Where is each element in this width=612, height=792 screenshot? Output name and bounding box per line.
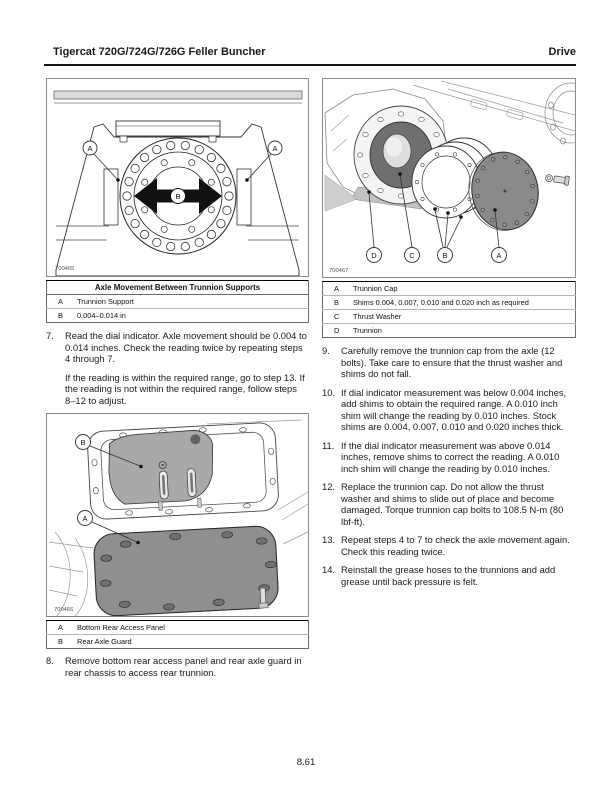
caption-title: Axle Movement Between Trunnion Supports	[46, 280, 309, 295]
trunnion-support-left	[103, 168, 119, 226]
rear-axle-guard	[108, 429, 214, 505]
step-9: 9. Carefully remove the trunnion cap fro…	[322, 345, 576, 380]
caption-row: A Trunnion Cap	[334, 284, 398, 293]
callout-a: A	[491, 208, 507, 263]
page-number: 8.61	[296, 757, 316, 768]
background-flange	[544, 82, 575, 145]
callout-b: B	[75, 434, 143, 469]
svg-text:A: A	[82, 514, 87, 523]
trunnion-caption-table: A Trunnion Cap B Shims 0.004, 0.007, 0.0…	[322, 281, 576, 338]
step-10: 10. If dial indicator measurement was be…	[322, 387, 576, 433]
step-number: 10.	[322, 386, 336, 398]
caption-row: A Trunnion Support	[58, 297, 134, 306]
cap-bolt	[545, 174, 570, 186]
step-13: 13. Repeat steps 4 to 7 to check the axl…	[322, 534, 576, 557]
axle-movement-caption-table: Axle Movement Between Trunnion Supports …	[46, 280, 309, 323]
callout-c: C	[398, 172, 420, 263]
callout-a: A	[77, 510, 140, 545]
figure-trunnion-exploded: D C B	[322, 78, 576, 278]
caption-row: B 0.004–0.014 in	[46, 308, 309, 323]
axle-movement-drawing: B A A 700465	[53, 90, 303, 276]
top-bracket	[115, 120, 221, 137]
caption-row: A Bottom Rear Access Panel	[58, 623, 165, 632]
callout-a-left: A	[82, 140, 120, 182]
step-number: 13.	[322, 534, 336, 545]
trunnion-support-right	[236, 168, 252, 226]
svg-text:A: A	[87, 144, 92, 153]
step-number: 14.	[322, 564, 336, 575]
step-number: 12.	[322, 481, 336, 492]
page-header: Tigercat 720G/724G/726G Feller Buncher D…	[44, 46, 576, 66]
callout-d: D	[366, 190, 382, 263]
step-text: Reinstall the grease hoses to the trunni…	[341, 564, 556, 587]
svg-text:D: D	[371, 251, 377, 260]
axle-flange	[119, 137, 237, 255]
svg-text:B: B	[80, 438, 85, 447]
step-12: 12. Replace the trunnion cap. Do not all…	[322, 481, 576, 527]
step-7: 7. Read the dial indicator. Axle movemen…	[46, 330, 309, 365]
step-text: Replace the trunnion cap. Do not allow t…	[341, 481, 564, 527]
svg-text:A: A	[496, 251, 501, 260]
access-opening-frame	[87, 422, 279, 520]
step-7-continuation: If the reading is within the required ra…	[65, 371, 305, 406]
right-column: D C B	[322, 78, 576, 594]
header-title: Tigercat 720G/724G/726G Feller Buncher	[53, 46, 266, 58]
figure-number: 700467	[329, 268, 348, 274]
callout-b: B	[433, 207, 463, 263]
step-text: Remove bottom rear access panel and rear…	[65, 655, 302, 678]
step-text: If dial indicator measurement was below …	[341, 386, 567, 433]
step-11: 11. If the dial indicator measurement wa…	[322, 440, 576, 475]
step-text: Repeat steps 4 to 7 to check the axle mo…	[341, 534, 570, 557]
caption-row: B Shims 0.004, 0.007, 0.010 and 0.020 in…	[322, 295, 576, 310]
header-section: Drive	[548, 46, 576, 58]
step-text: Read the dial indicator. Axle movement s…	[65, 330, 307, 364]
access-panel-caption-table: A Bottom Rear Access Panel B Rear Axle G…	[46, 620, 309, 649]
figure-number: 700465	[55, 266, 74, 272]
bottom-access-panel	[93, 525, 279, 616]
svg-text:B: B	[442, 251, 447, 260]
callout-b-badge: B	[170, 188, 186, 204]
figure-number: 700466	[54, 607, 73, 613]
caption-row: C Thrust Washer	[322, 309, 576, 324]
caption-row: B Rear Axle Guard	[46, 634, 309, 649]
trunnion-exploded-drawing: D C B	[324, 80, 575, 274]
left-column: B A A 700465 Axle Movem	[46, 78, 309, 685]
caption-row: D Trunnion	[322, 323, 576, 338]
figure-axle-movement: B A A 700465	[46, 78, 309, 277]
svg-text:A: A	[272, 144, 277, 153]
figure-access-panel: B A 700466	[46, 413, 309, 617]
step-number: 9.	[322, 345, 330, 356]
step-number: 11.	[322, 439, 335, 451]
step-text: If the dial indicator measurement was ab…	[341, 439, 560, 474]
step-14: 14. Reinstall the grease hoses to the tr…	[322, 564, 576, 587]
callout-a-right: A	[245, 140, 283, 182]
step-text: Carefully remove the trunnion cap from t…	[341, 345, 563, 379]
chassis-background	[48, 419, 308, 616]
step-8: 8. Remove bottom rear access panel and r…	[46, 655, 309, 678]
step-number: 8.	[46, 655, 54, 666]
access-panel-drawing: B A 700466	[48, 419, 308, 616]
frame-background	[412, 80, 575, 132]
step-number: 7.	[46, 330, 54, 341]
svg-text:B: B	[175, 192, 180, 201]
svg-text:C: C	[409, 251, 415, 260]
trunnion-cap	[468, 151, 539, 231]
